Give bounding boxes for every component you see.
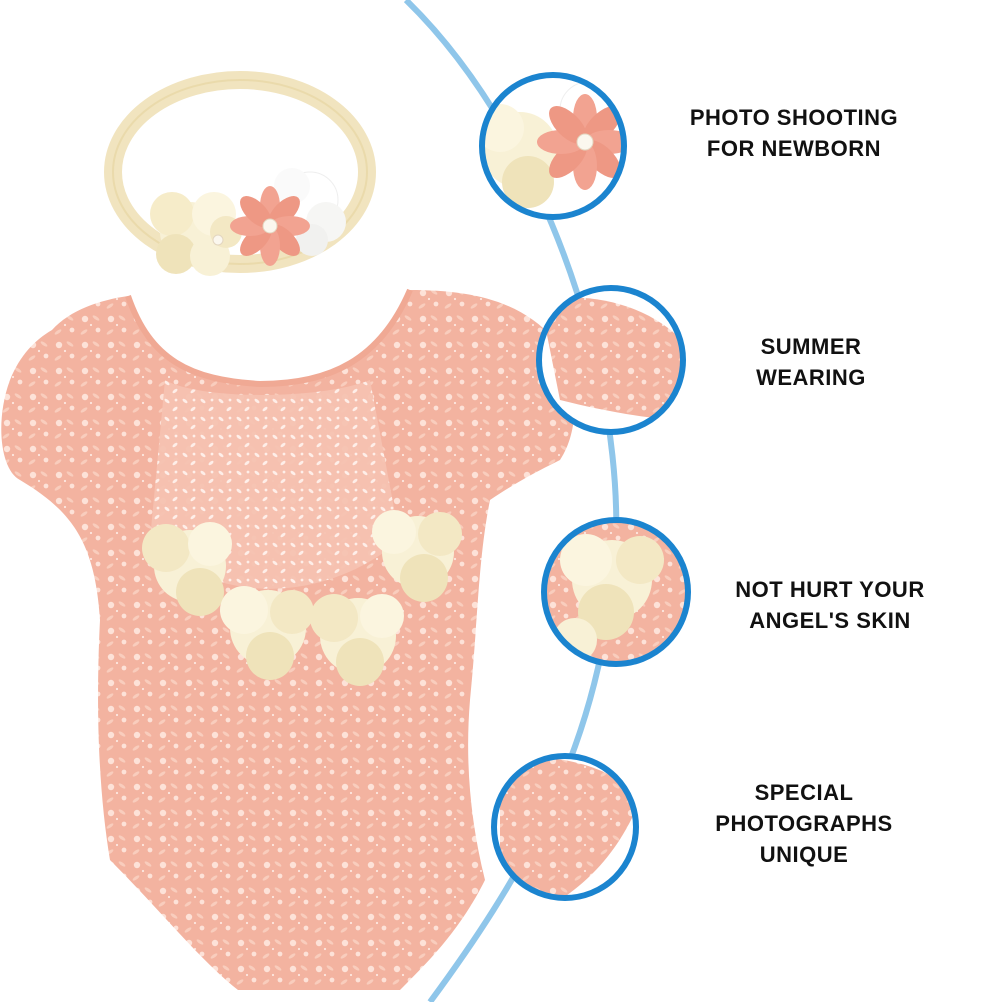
headband-flower-closeup-icon xyxy=(479,72,627,220)
feature-label-1: PHOTO SHOOTING FOR NEWBORN xyxy=(674,102,914,164)
headband-cream-flower xyxy=(150,192,242,276)
feature-1-line-2: FOR NEWBORN xyxy=(706,136,882,161)
romper-flower-2 xyxy=(220,586,314,680)
romper-flower-4 xyxy=(372,510,462,602)
headband-white-flower xyxy=(274,168,346,256)
feature-label-3: NOT HURT YOUR ANGEL'S SKIN xyxy=(710,574,950,636)
feature-3-line-2: ANGEL'S SKIN xyxy=(749,608,911,633)
romper-flower-1 xyxy=(142,522,232,616)
feature-label-2: SUMMER WEARING xyxy=(711,331,911,393)
lace-leg-closeup-icon xyxy=(491,753,639,901)
feature-3-line-1: NOT HURT YOUR xyxy=(735,577,925,602)
feature-4-line-1: SPECIAL xyxy=(754,780,854,805)
romper-flower-3 xyxy=(310,594,404,686)
feature-2-line-1: SUMMER xyxy=(760,334,862,359)
headband-pink-flower xyxy=(230,186,310,266)
feature-1-line-1: PHOTO SHOOTING xyxy=(689,105,899,130)
feature-label-4: SPECIAL PHOTOGRAPHS UNIQUE xyxy=(684,777,924,870)
lace-sleeve-closeup-icon xyxy=(536,285,686,435)
feature-2-line-2: WEARING xyxy=(756,365,866,390)
feature-4-line-3: UNIQUE xyxy=(759,842,849,867)
feature-4-line-2: PHOTOGRAPHS xyxy=(715,811,893,836)
chiffon-flower-closeup-icon xyxy=(541,517,691,667)
headband-image xyxy=(104,71,376,276)
